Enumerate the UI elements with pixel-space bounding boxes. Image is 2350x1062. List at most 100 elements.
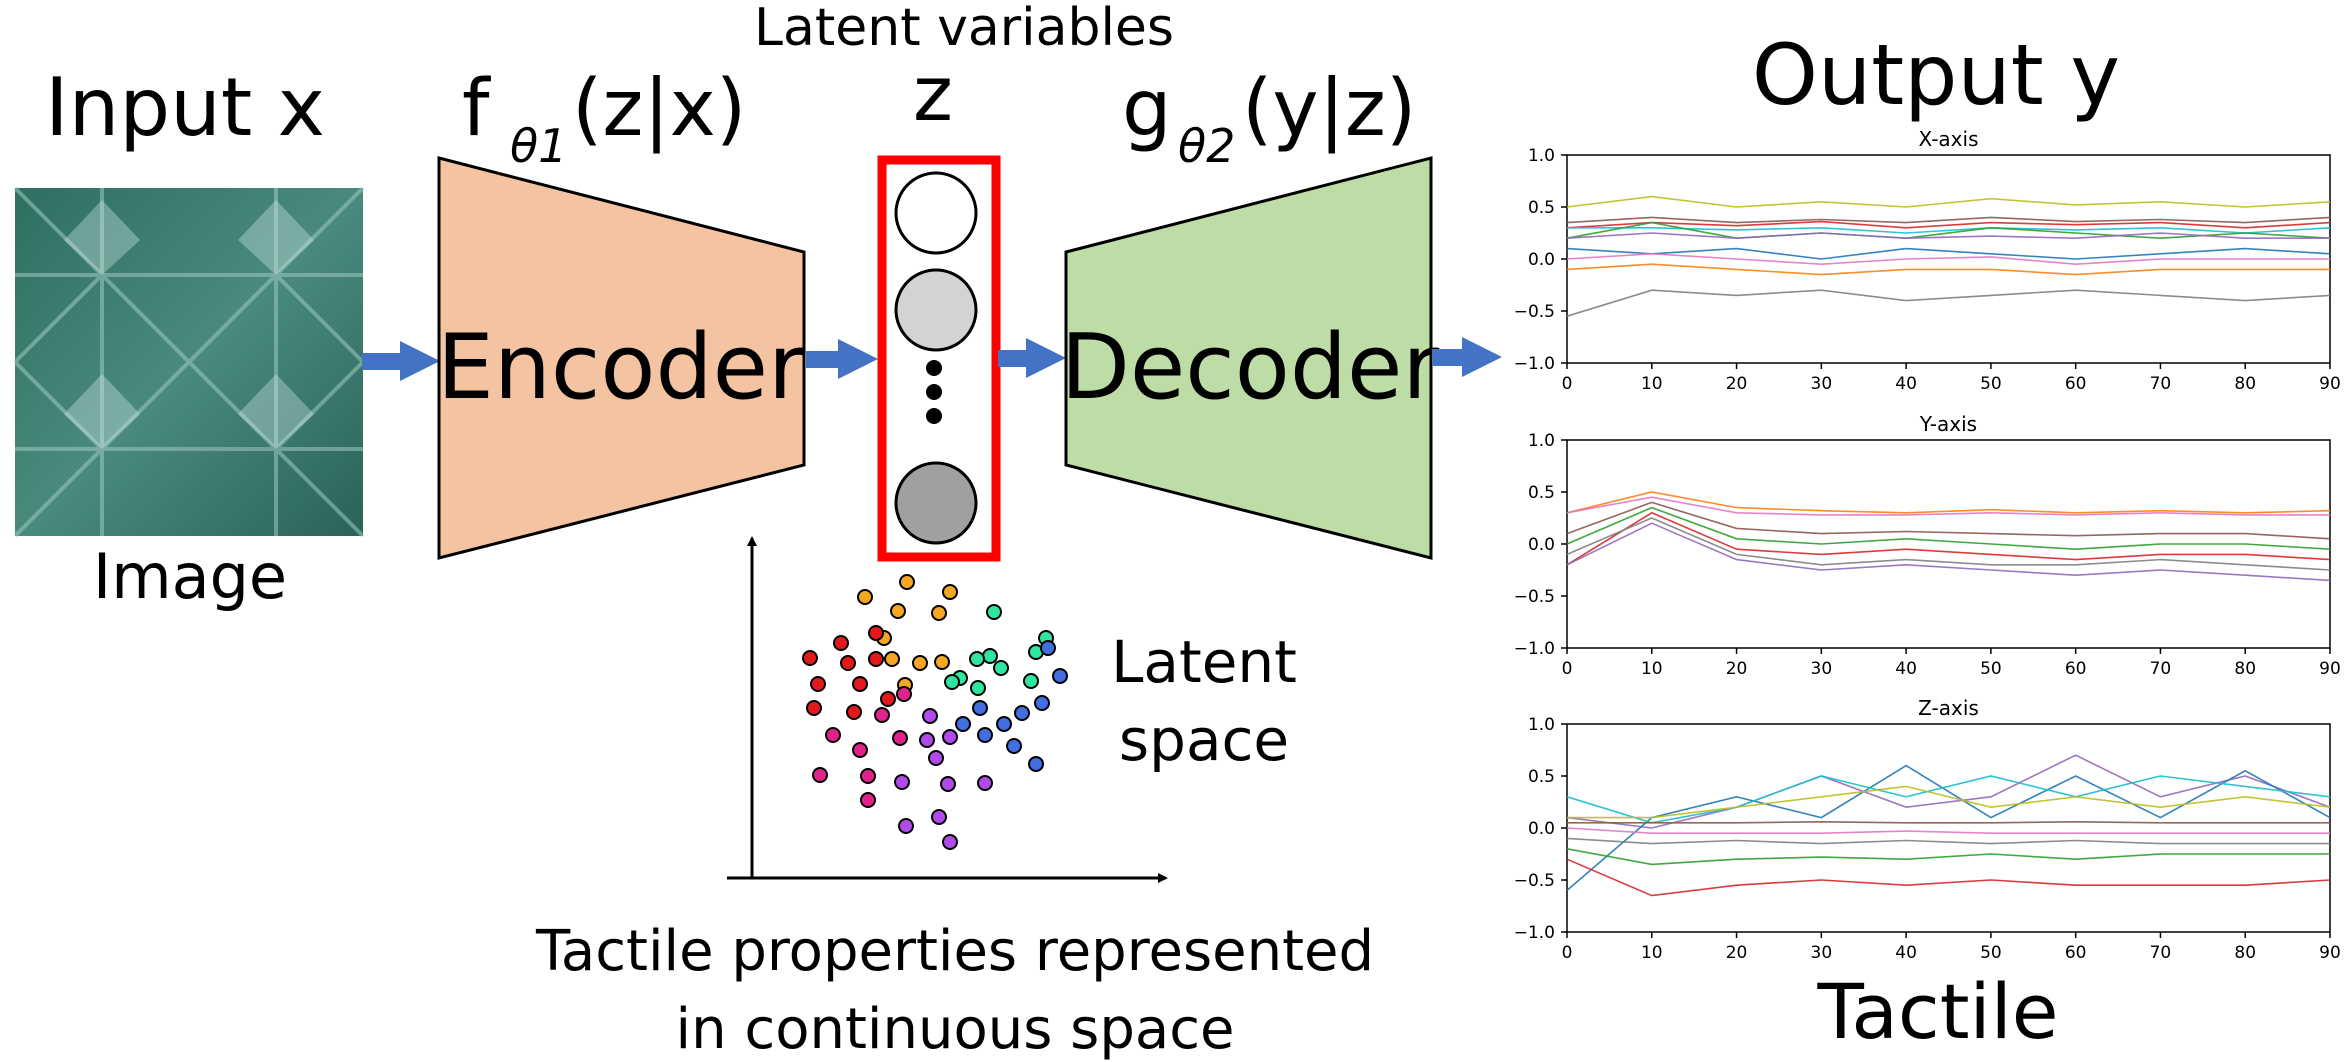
x-tick-label: 70 [2150,374,2172,394]
x-tick-label: 20 [1726,943,1748,963]
series-line-2 [1566,216,2331,224]
x-tick-label: 20 [1726,659,1748,679]
latent-point [942,584,958,600]
x-tick-label: 70 [2150,659,2172,679]
latent-point [896,686,912,702]
latent-point [1034,695,1050,711]
series-line-3 [1566,501,2331,540]
x-tick-label: 80 [2234,659,2256,679]
y-tick-label: 1.0 [1528,715,1555,735]
x-tick-label: 90 [2319,374,2341,394]
latent-point [846,704,862,720]
latent-point [944,674,960,690]
latent-point [890,603,906,619]
y-tick-label: 0.5 [1528,767,1555,787]
latent-point [806,700,822,716]
latent-point [810,676,826,692]
x-tick-label: 90 [2319,659,2341,679]
x-tick-label: 70 [2150,943,2172,963]
x-tick-label: 50 [1980,659,2002,679]
y-tick-label: −0.5 [1514,302,1555,322]
x-tick-label: 10 [1641,943,1663,963]
chart-title: Z-axis [1918,696,1979,720]
ellipsis-dot [926,408,942,424]
series-line-7 [1566,247,2331,260]
x-tick-label: 30 [1811,374,1833,394]
latent-point [833,635,849,651]
latent-point [942,834,958,850]
latent-title: Latent variables [754,0,1174,58]
x-tick-label: 50 [1980,374,2002,394]
latent-point [860,768,876,784]
latent-node-2 [894,268,978,352]
x-tick-label: 60 [2065,374,2087,394]
tactile-properties-caption-line2: in continuous space [676,997,1235,1062]
y-tick-label: −1.0 [1514,354,1555,374]
tactile-properties-caption-line1: Tactile properties represented [535,919,1374,984]
series-line-6 [1566,517,2331,571]
latent-point [812,767,828,783]
x-tick-label: 10 [1641,374,1663,394]
input-title: Input x [45,61,325,154]
latent-point [874,707,890,723]
series-line-7 [1566,522,2331,582]
ellipsis-dot [926,360,942,376]
latent-point [928,750,944,766]
latent-point [996,716,1012,732]
chart-title: X-axis [1919,127,1979,151]
latent-point [955,716,971,732]
latent-point [1014,705,1030,721]
latent-point [892,730,908,746]
tactile-caption: Tactile [1817,967,2059,1056]
y-tick-label: 1.0 [1528,146,1555,166]
latent-point [919,732,935,748]
x-tick-label: 50 [1980,943,2002,963]
latent-point [922,708,938,724]
latent-point [931,809,947,825]
x-tick-label: 80 [2234,943,2256,963]
latent-point [840,655,856,671]
latent-space-label-line2: space [1119,706,1289,774]
latent-point [940,776,956,792]
series-line-2 [1566,496,2330,516]
x-tick-label: 10 [1641,659,1663,679]
y-tick-label: 1.0 [1528,431,1555,451]
latent-point [860,792,876,808]
y-tick-label: 0.5 [1528,483,1555,503]
latent-point [868,625,884,641]
arrow-encoder-to-latent [806,339,878,379]
chart-frame [1566,723,2331,933]
latent-space-label-line1: Latent [1111,628,1297,696]
x-tick-label: 40 [1895,943,1917,963]
y-tick-label: −0.5 [1514,871,1555,891]
latent-node-1 [894,171,978,255]
series-line-6 [1566,827,2330,834]
latent-space-axes [727,536,1168,883]
y-tick-label: −0.5 [1514,587,1555,607]
x-tick-label: 90 [2319,943,2341,963]
latent-point [852,676,868,692]
latent-point [931,605,947,621]
series-line-4 [1567,226,2331,234]
series-line-4 [1566,506,2331,551]
series-line-4 [1567,785,2331,819]
latent-point [942,729,958,745]
latent-point [1052,668,1068,684]
series-line-5 [1567,820,2330,824]
latent-point [898,818,914,834]
latent-space-scatter [802,574,1068,850]
x-tick-label: 60 [2065,943,2087,963]
decoder-block [1064,156,1433,560]
x-tick-label: 0 [1562,659,1573,679]
latent-symbol: z [913,49,953,138]
latent-point [1028,756,1044,772]
latent-point [993,660,1009,676]
x-tick-label: 40 [1895,659,1917,679]
image-caption: Image [93,540,287,613]
latent-point [868,651,884,667]
x-tick-label: 0 [1562,943,1573,963]
series-line-2 [1566,764,2331,892]
